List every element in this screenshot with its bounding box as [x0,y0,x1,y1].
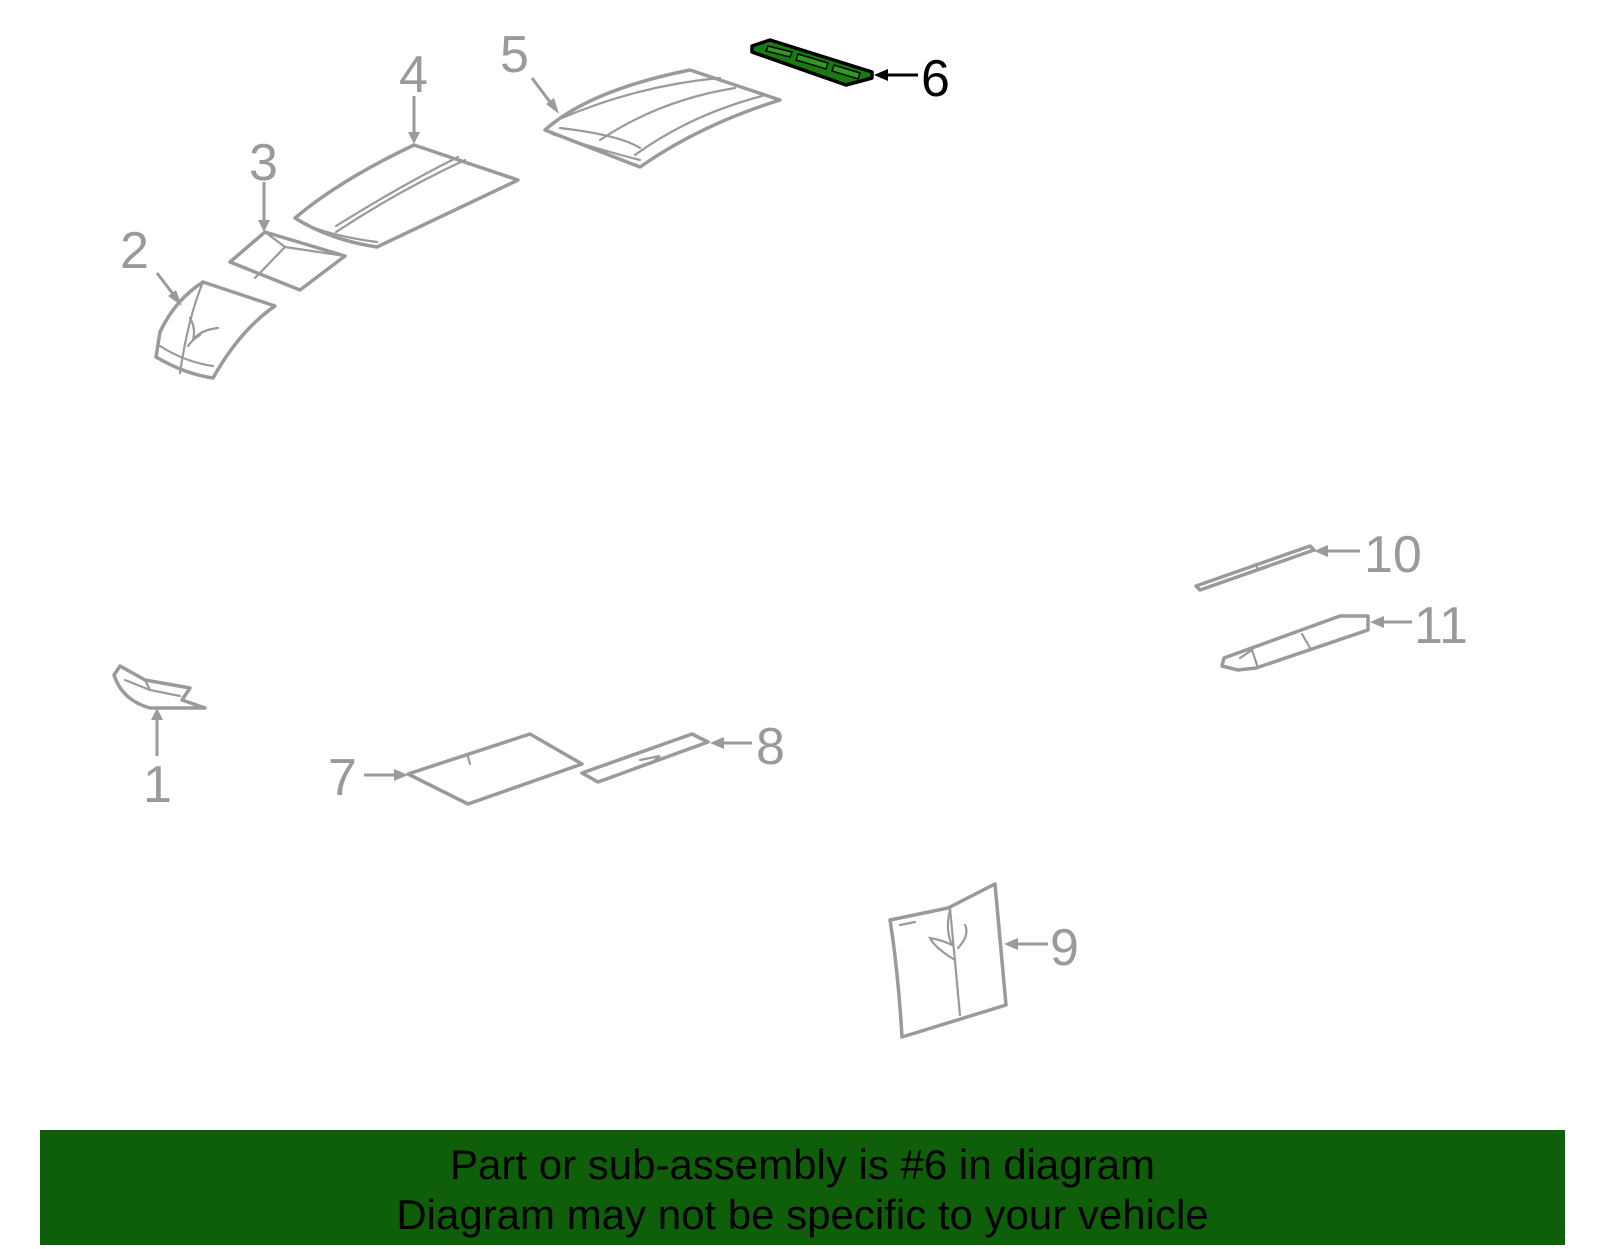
part-5[interactable] [543,68,782,169]
callout-11-label: 11 [1414,597,1468,655]
part-2[interactable] [154,280,277,380]
part-1[interactable] [112,664,207,710]
callout-1-label: 1 [143,756,172,814]
part-11[interactable] [1220,614,1370,672]
part-9[interactable] [888,882,1008,1039]
info-banner: Part or sub-assembly is #6 in diagram Di… [40,1130,1565,1245]
callout-5: 5 [500,26,559,114]
callout-9-label: 9 [1050,919,1079,977]
callout-4: 4 [399,46,428,144]
part-7[interactable] [406,732,584,806]
part-10[interactable] [1194,544,1316,592]
callout-9: 9 [1004,919,1079,977]
callout-2: 2 [120,222,182,306]
callout-7-label: 7 [328,749,357,807]
callout-3-label: 3 [249,134,278,192]
callout-11: 11 [1370,597,1468,655]
callout-10-label: 10 [1364,526,1422,584]
part-8[interactable] [580,732,710,784]
callout-8-label: 8 [756,718,785,776]
part-6-highlighted[interactable] [750,38,874,87]
callout-6: 6 [874,50,950,108]
callout-3: 3 [249,134,278,232]
banner-line-2: Diagram may not be specific to your vehi… [396,1191,1209,1238]
part-4[interactable] [293,143,520,249]
callout-6-label: 6 [921,50,950,108]
callout-2-label: 2 [120,222,149,280]
part-3[interactable] [228,230,347,292]
banner-line-1: Part or sub-assembly is #6 in diagram [450,1141,1155,1188]
callout-10: 10 [1314,526,1422,584]
callout-4-label: 4 [399,46,428,104]
callout-5-label: 5 [500,26,529,84]
callout-8: 8 [710,718,785,776]
callout-7: 7 [328,749,408,807]
callout-1: 1 [143,708,172,814]
